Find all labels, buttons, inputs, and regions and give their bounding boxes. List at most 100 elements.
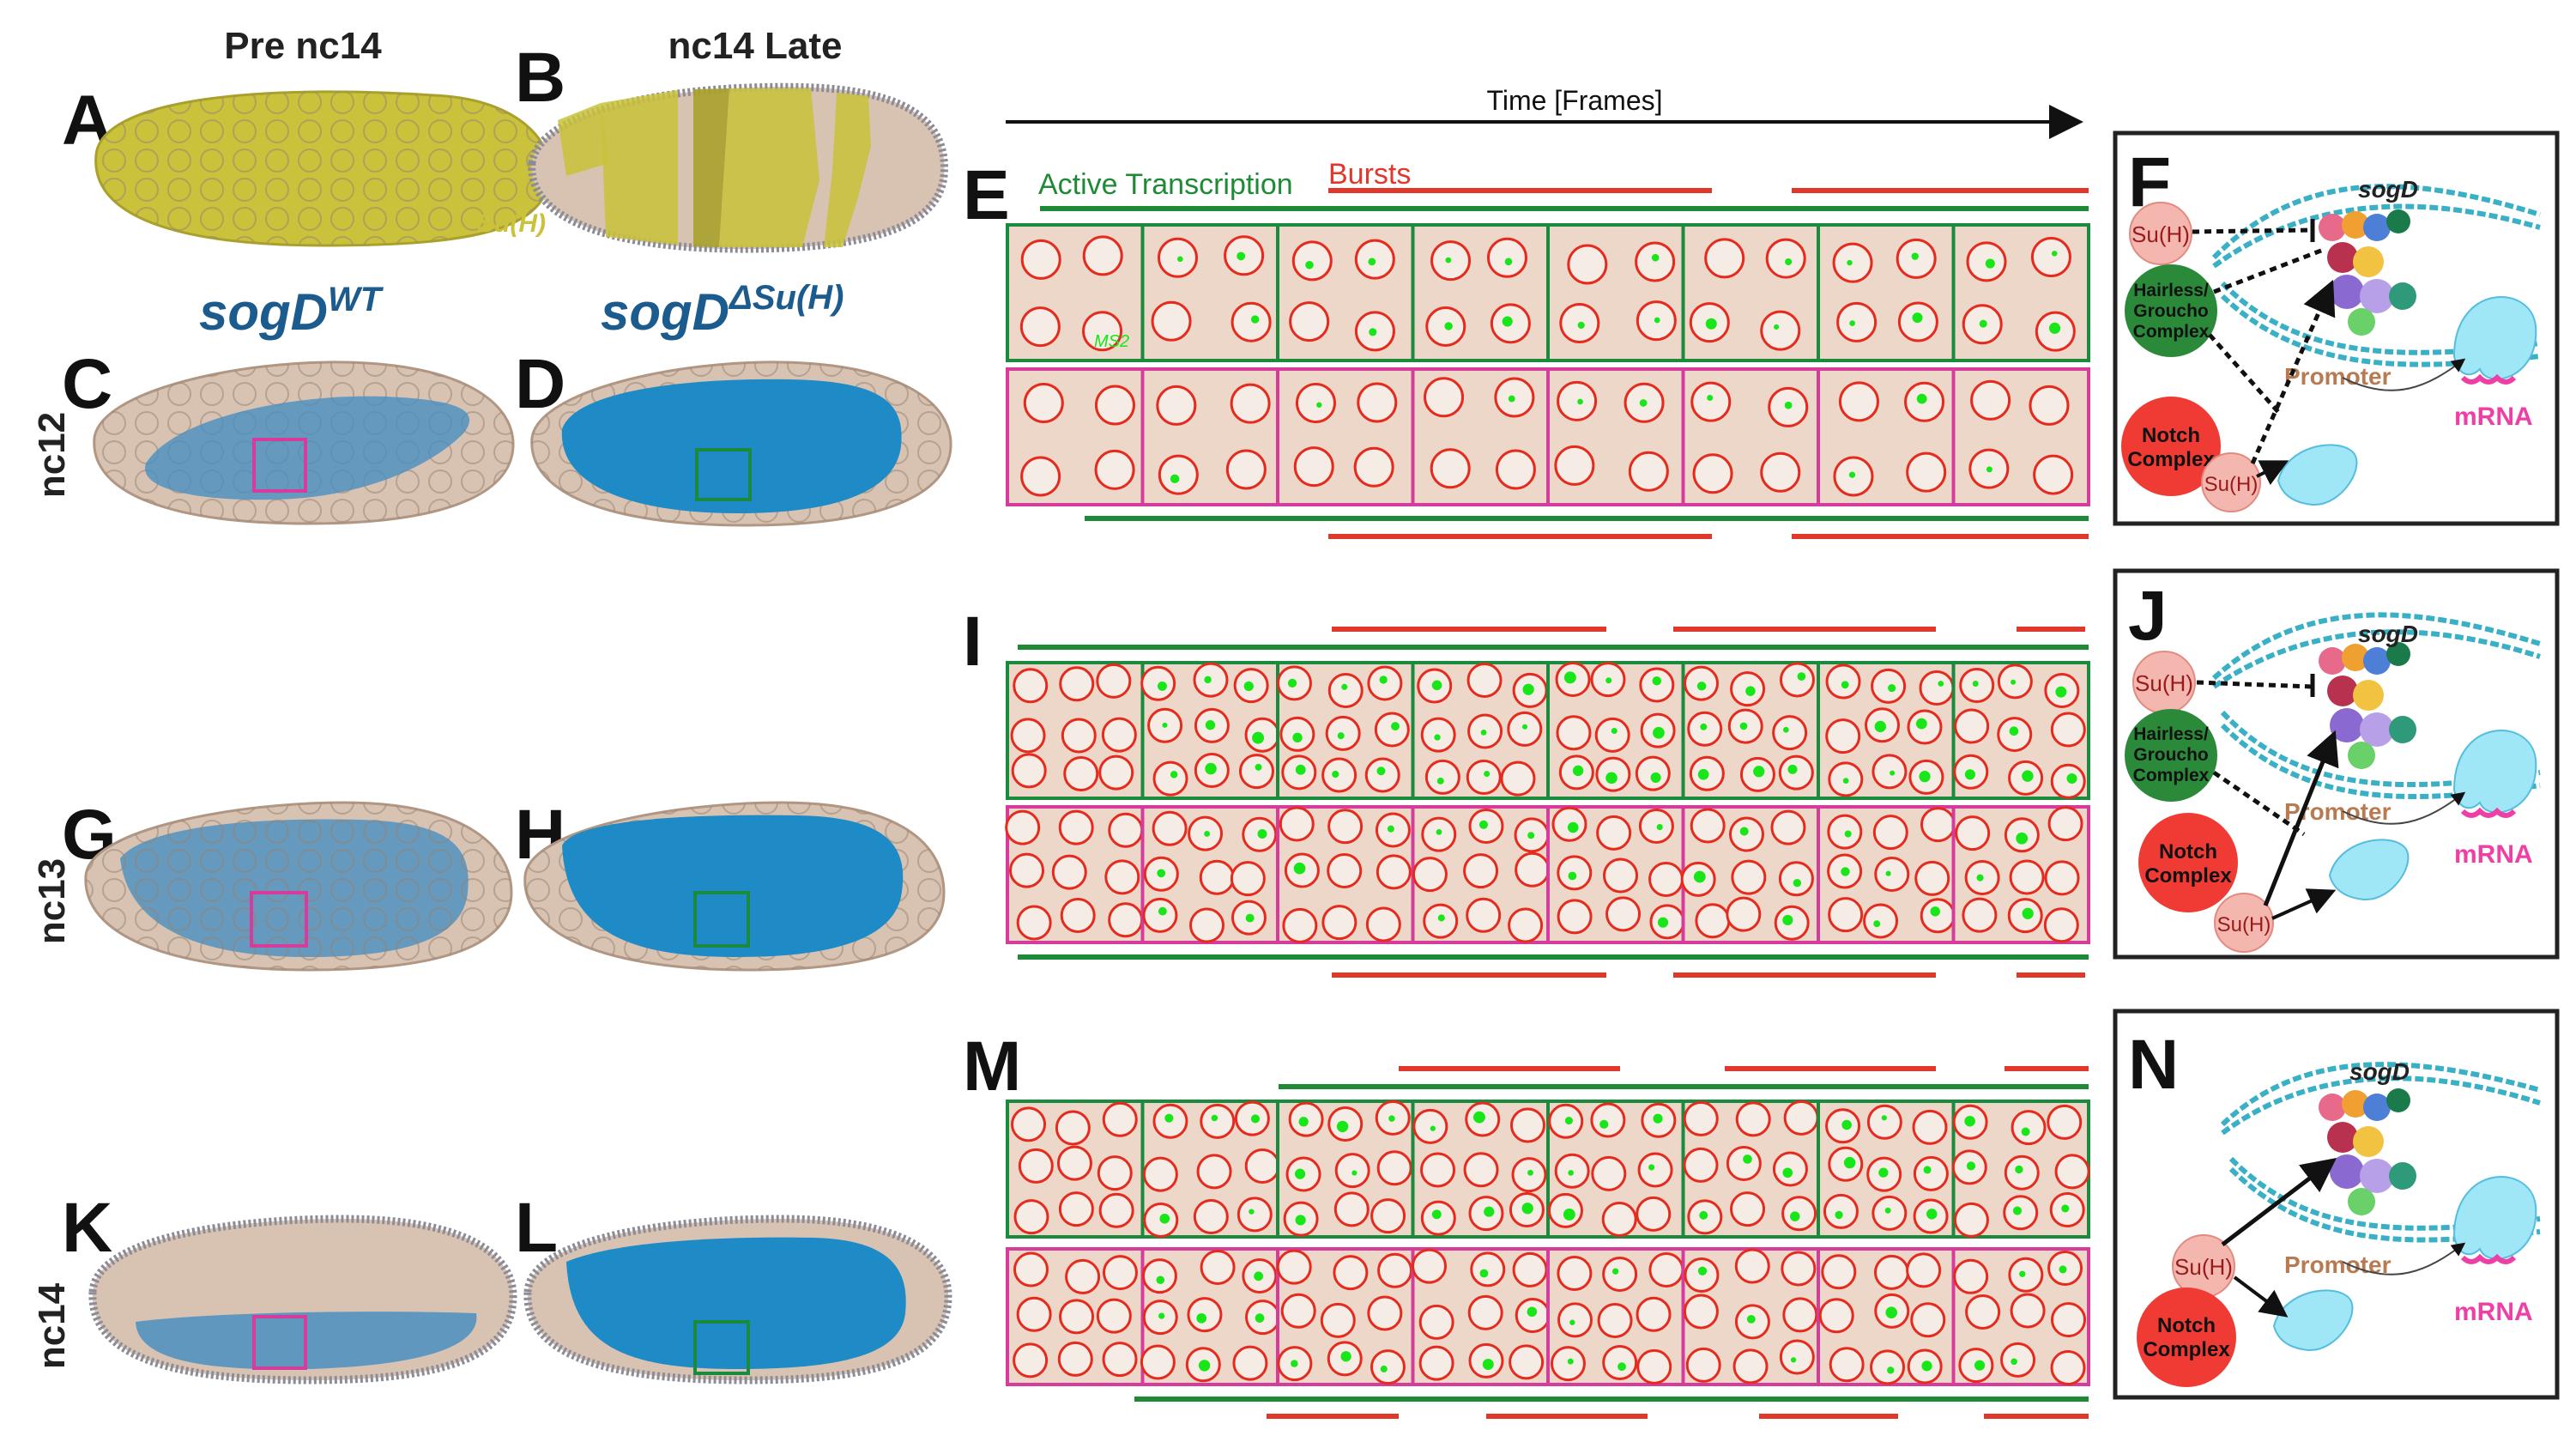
nucleus	[1648, 1252, 1684, 1288]
ms2-dot	[2061, 1204, 2070, 1213]
nucleus	[1321, 757, 1358, 793]
ms2-dot	[1245, 913, 1255, 923]
ms2-dot	[1785, 258, 1793, 266]
nucleus	[1013, 1199, 1049, 1235]
nucleus	[1962, 897, 1998, 933]
ms2-dot	[1697, 1266, 1708, 1275]
ms2-dot	[2011, 1358, 2017, 1366]
nucleus	[1367, 1295, 1403, 1331]
ms2-dot	[1843, 1156, 1856, 1169]
embryo-h	[523, 801, 946, 972]
nucleus	[1692, 453, 1733, 494]
model-n-suh: Su(H)	[2174, 1254, 2233, 1280]
nucleus	[1424, 377, 1465, 418]
ms2-dot	[1305, 260, 1314, 270]
model-f-suh-top: Su(H)	[2132, 221, 2190, 247]
nucleus	[1466, 897, 1502, 933]
nucleus	[1603, 857, 1639, 894]
strip-i-mut	[1006, 661, 2090, 800]
filmstrip-panels: Time [Frames] E I M Active Transcription…	[963, 85, 2090, 1419]
ms2-dot	[1255, 763, 1262, 771]
panel-label-j: J	[2128, 577, 2168, 655]
ms2-dot	[1774, 324, 1780, 330]
nucleus	[2011, 1110, 2047, 1146]
ms2-dot	[1336, 1120, 1349, 1133]
nucleus	[1291, 240, 1333, 282]
ms2-dot	[1502, 316, 1513, 327]
ms2-dot	[1564, 1117, 1573, 1125]
title-pre-nc14: Pre nc14	[224, 25, 382, 67]
ms2-dot	[1784, 401, 1793, 409]
ms2-dot	[1916, 393, 1927, 404]
nucleus	[1063, 755, 1099, 791]
ms2-dot	[1162, 722, 1168, 728]
ms2-dot	[2055, 686, 2067, 698]
ms2-dot	[1890, 770, 1896, 776]
ms2-dot	[1436, 828, 1442, 835]
ms2-dot	[1650, 772, 1661, 783]
nucleus	[1601, 1201, 1637, 1237]
nucleus	[1096, 663, 1132, 699]
nucleus	[1690, 808, 1726, 844]
nucleus	[2047, 1104, 2083, 1140]
nucleus	[1011, 753, 1047, 789]
ms2-dot	[1653, 1113, 1663, 1124]
nucleus	[1467, 1294, 1503, 1330]
nucleus	[1765, 238, 1806, 279]
genotype-wt-sup: WT	[328, 281, 384, 318]
embryo-b	[528, 82, 948, 253]
ms2-dot	[1842, 778, 1849, 785]
nucleus	[1953, 1258, 1989, 1294]
nucleus	[1016, 1296, 1052, 1332]
ms2-dot	[1205, 720, 1216, 730]
nucleus	[1910, 1302, 1946, 1338]
ms2-dot	[1527, 1306, 1538, 1318]
mrna-icon-n	[2460, 1253, 2517, 1264]
ms2-dot	[1380, 1365, 1388, 1372]
ms2-dot	[1739, 722, 1748, 730]
embryo-l	[523, 1215, 952, 1384]
nucleus	[1783, 1100, 1819, 1136]
ms2-dot	[1745, 686, 1756, 696]
nucleus	[1412, 1248, 1448, 1284]
panel-label-c: C	[62, 345, 112, 423]
panel-label-k: K	[62, 1189, 112, 1267]
ms2-dot	[1976, 874, 1984, 882]
coactivator-icon-j	[2328, 839, 2410, 901]
nucleus	[2009, 859, 2045, 895]
nucleus	[1970, 379, 2011, 421]
ms2-dot	[1294, 1168, 1306, 1179]
ms2-dot	[1572, 765, 1584, 777]
nucleus	[1874, 857, 1910, 893]
nucleus	[1778, 754, 1814, 791]
nucleus	[1279, 806, 1315, 842]
nucleus	[1082, 311, 1123, 352]
model-n-mrna: mRNA	[2454, 1298, 2533, 1326]
nucleus	[1295, 383, 1336, 424]
nucleus	[1152, 760, 1188, 797]
ms2-dot	[1985, 258, 1995, 269]
embryo-g	[84, 801, 513, 972]
embryo-k	[88, 1215, 517, 1384]
nucleus	[2047, 806, 2083, 842]
nucleus	[1760, 310, 1801, 351]
nucleus	[2050, 712, 2086, 748]
nucleus	[1556, 715, 1592, 751]
panel-label-e: E	[963, 156, 1010, 234]
ms2-dot	[1938, 681, 1944, 687]
nucleus	[1055, 1110, 1091, 1146]
ms2-label: MS2	[1094, 332, 1129, 351]
nucleus	[1648, 861, 1684, 897]
ms2-dot	[1700, 723, 1708, 730]
ms2-dot	[1648, 1164, 1655, 1171]
nucleus	[1097, 1155, 1133, 1191]
wt-roi-box-k	[252, 1315, 307, 1370]
suh-top-f	[2129, 202, 2192, 265]
nucleus	[1108, 812, 1144, 848]
nucleus	[1470, 1251, 1506, 1288]
nucleus	[2043, 907, 2079, 943]
ms2-dot	[1611, 727, 1618, 735]
nucleus	[1760, 451, 1801, 493]
ms2-dot	[1790, 1211, 1800, 1221]
nucleus	[1289, 301, 1330, 342]
